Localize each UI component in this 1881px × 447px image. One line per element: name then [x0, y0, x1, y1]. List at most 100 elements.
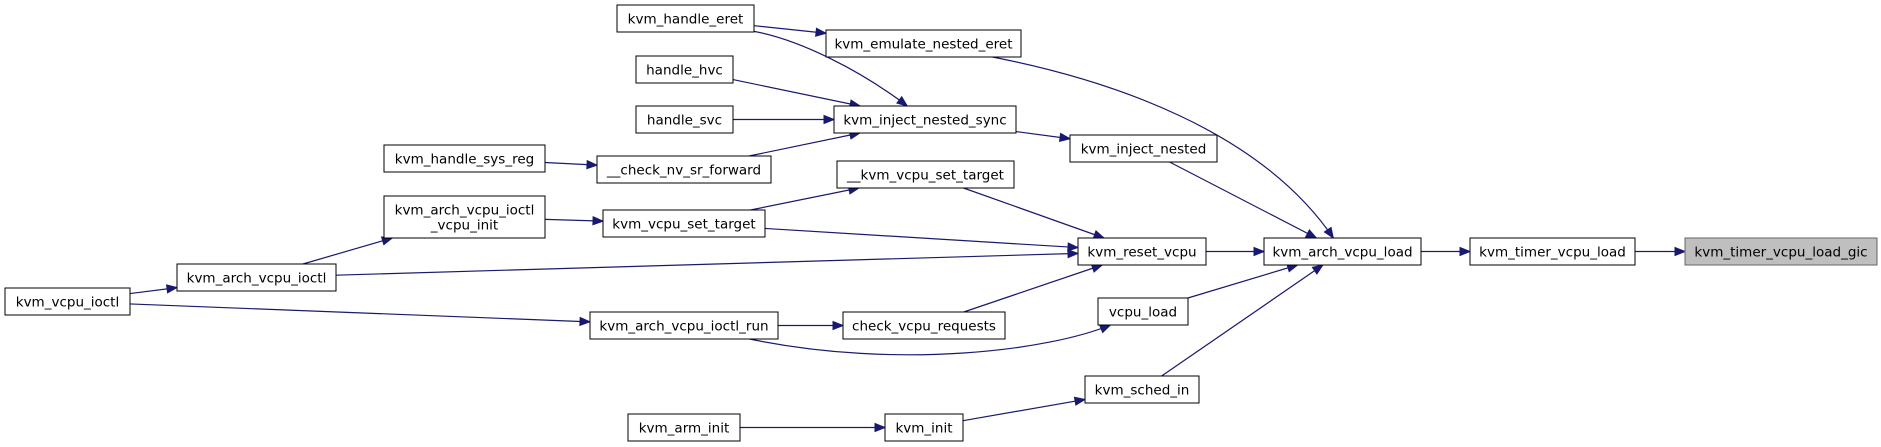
edge-handle_svc-to-kvm_inject_nested_sync — [733, 114, 836, 125]
node-label: handle_svc — [647, 113, 722, 129]
arrowhead — [1311, 264, 1324, 275]
node-handle_svc[interactable]: handle_svc — [635, 105, 734, 134]
node-box — [627, 413, 741, 442]
node-box — [1084, 375, 1200, 404]
edge-kvm_inject_nested-to-kvm_arch_vcpu_load — [1169, 161, 1318, 239]
node-box — [4, 287, 131, 316]
node-kvm_init[interactable]: kvm_init — [884, 413, 964, 442]
node-box — [884, 413, 964, 442]
arrowhead — [1098, 324, 1112, 334]
arrowhead — [1304, 228, 1318, 239]
nodes-layer: kvm_timer_vcpu_load_gic kvm_timer_vcpu_lo… — [4, 4, 1878, 442]
node-box — [1097, 297, 1189, 326]
node-kvm_sched_in[interactable]: kvm_sched_in — [1084, 375, 1200, 404]
edge-kvm_sched_in-to-kvm_arch_vcpu_load — [1161, 264, 1324, 377]
arrowhead — [1253, 246, 1266, 257]
node-kvm_timer_vcpu_load[interactable]: kvm_timer_vcpu_load — [1469, 237, 1636, 266]
node-box — [383, 144, 546, 173]
node-kvm_inject_nested_sync[interactable]: kvm_inject_nested_sync — [833, 105, 1017, 134]
arrowhead — [579, 316, 592, 327]
node-label: kvm_timer_vcpu_load — [1479, 245, 1626, 261]
edges-layer — [129, 25, 1687, 433]
node-label: kvm_emulate_nested_eret — [834, 37, 1012, 53]
node-vcpu_load[interactable]: vcpu_load — [1097, 297, 1189, 326]
node-kvm_handle_sys_reg[interactable]: kvm_handle_sys_reg — [383, 144, 546, 173]
node-kvm_timer_vcpu_load_gic[interactable]: kvm_timer_vcpu_load_gic — [1684, 237, 1878, 266]
arrowhead — [1323, 226, 1335, 240]
node-label: check_vcpu_requests — [852, 319, 996, 335]
node-box — [836, 160, 1015, 189]
node-label: kvm_arm_init — [639, 421, 730, 437]
arrowhead — [832, 320, 845, 331]
edge-kvm_inject_nested_sync-to-kvm_inject_nested — [1015, 130, 1072, 143]
arrowhead — [1067, 242, 1080, 252]
edge-kvm_vcpu_ioctl-to-kvm_arch_vcpu_ioctl — [129, 284, 179, 295]
node-handle_hvc[interactable]: handle_hvc — [635, 55, 734, 84]
node-check_nv_sr_forward[interactable]: __check_nv_sr_forward — [596, 155, 772, 184]
node-box — [616, 4, 755, 33]
node-label: __kvm_vcpu_set_target — [846, 168, 1004, 184]
node-kvm_arch_vcpu_ioctl_run[interactable]: kvm_arch_vcpu_ioctl_run — [589, 311, 779, 340]
node-kvm_vcpu_set_target[interactable]: kvm_vcpu_set_target — [602, 209, 766, 238]
arrowhead — [1674, 246, 1687, 257]
edge-kvm_handle_sys_reg-to-check_nv_sr_forward — [544, 159, 599, 170]
edge-kvm_emulate_nested_eret-to-kvm_arch_vcpu_load — [992, 56, 1335, 240]
edge-kvm_arch_vcpu_ioctl_run-to-check_vcpu_requests — [778, 320, 845, 331]
node-kvm_vcpu_ioctl[interactable]: kvm_vcpu_ioctl — [4, 287, 131, 316]
node-box — [596, 155, 772, 184]
node-box — [602, 209, 766, 238]
node-label: kvm_vcpu_set_target — [612, 217, 755, 233]
node-box — [1684, 237, 1878, 266]
edge-kvm_vcpu_ioctl-to-kvm_arch_vcpu_ioctl_run — [129, 303, 592, 327]
node-box — [635, 105, 734, 134]
node-kvm_reset_vcpu[interactable]: kvm_reset_vcpu — [1077, 237, 1207, 266]
edge-kvm_handle_eret-to-kvm_emulate_nested_eret — [753, 25, 828, 37]
edge-check_nv_sr_forward-to-kvm_inject_nested_sync — [748, 130, 862, 157]
edge-kvm_timer_vcpu_load-to-kvm_timer_vcpu_load_gic — [1635, 246, 1687, 257]
node-box — [1469, 237, 1636, 266]
node-kvm_arch_vcpu_ioctl_vcpu_init[interactable]: kvm_arch_vcpu_ioctl_vcpu_init — [383, 195, 546, 239]
node-kvm_arch_vcpu_ioctl[interactable]: kvm_arch_vcpu_ioctl — [176, 263, 337, 292]
node-label: kvm_inject_nested_sync — [843, 113, 1006, 129]
arrowhead — [1090, 263, 1104, 273]
node-box — [833, 105, 1017, 134]
edge-kvm_init-to-kvm_sched_in — [962, 396, 1087, 422]
edge-kvm_vcpu_set_target-to-kvm_reset_vcpu — [764, 227, 1080, 252]
edge-kvm_reset_vcpu-to-kvm_arch_vcpu_load — [1206, 246, 1266, 257]
node-box — [1077, 237, 1207, 266]
edge-kvm_arch_vcpu_load-to-kvm_timer_vcpu_load — [1421, 246, 1472, 257]
node-label: kvm_arch_vcpu_load — [1272, 245, 1412, 261]
edge-kvm_arm_init-to-kvm_init — [740, 422, 887, 433]
edge-check_vcpu_requests-to-kvm_reset_vcpu — [963, 263, 1104, 313]
node-label: kvm_handle_eret — [628, 12, 744, 28]
arrowhead — [815, 27, 828, 37]
node-kvm_arch_vcpu_load[interactable]: kvm_arch_vcpu_load — [1263, 237, 1422, 266]
node-box — [589, 311, 779, 340]
node-label: handle_hvc — [646, 63, 723, 79]
node-label: kvm_inject_nested — [1081, 142, 1207, 158]
node-label: _vcpu_init — [430, 218, 498, 234]
node-kvm_inject_nested[interactable]: kvm_inject_nested — [1069, 134, 1218, 163]
node-box — [383, 195, 546, 239]
arrowhead — [896, 95, 909, 107]
arrowhead — [165, 284, 179, 294]
edge-kvm_vcpu_set_target-to-kvm_vcpu_set_target_internal — [750, 185, 861, 211]
node-box — [635, 55, 734, 84]
node-check_vcpu_requests[interactable]: check_vcpu_requests — [842, 311, 1006, 340]
arrowhead — [592, 216, 605, 226]
node-label: kvm_arch_vcpu_ioctl — [395, 203, 535, 219]
node-label: kvm_handle_sys_reg — [395, 152, 534, 168]
node-kvm_vcpu_set_target_internal[interactable]: __kvm_vcpu_set_target — [836, 160, 1015, 189]
arrowhead — [586, 159, 599, 170]
node-kvm_arm_init[interactable]: kvm_arm_init — [627, 413, 741, 442]
node-kvm_emulate_nested_eret[interactable]: kvm_emulate_nested_eret — [825, 29, 1022, 58]
node-label: vcpu_load — [1109, 305, 1177, 321]
node-box — [825, 29, 1022, 58]
edge-kvm_arch_vcpu_ioctl_vcpu_init-to-kvm_vcpu_set_target — [544, 216, 605, 226]
node-label: kvm_vcpu_ioctl — [16, 295, 119, 311]
node-box — [176, 263, 337, 292]
node-label: kvm_sched_in — [1095, 383, 1190, 399]
node-box — [1263, 237, 1422, 266]
node-kvm_handle_eret[interactable]: kvm_handle_eret — [616, 4, 755, 33]
edge-kvm_vcpu_set_target_internal-to-kvm_reset_vcpu — [963, 187, 1106, 239]
